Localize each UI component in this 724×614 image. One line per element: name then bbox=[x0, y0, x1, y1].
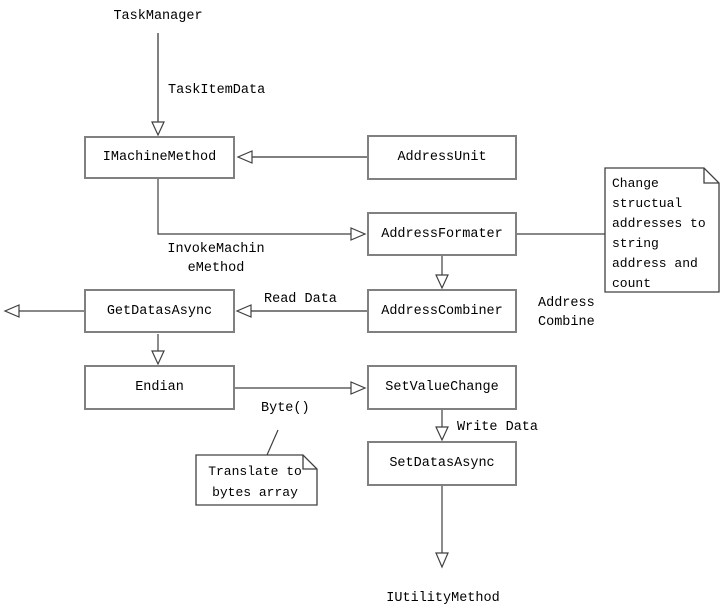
node-imachinemethod: IMachineMethod bbox=[84, 136, 235, 179]
node-addressformater: AddressFormater bbox=[367, 212, 517, 256]
node-addressunit: AddressUnit bbox=[367, 135, 517, 180]
edge-label-address-combine: Address Combine bbox=[538, 296, 595, 330]
edge-label-byte: Byte() bbox=[261, 401, 310, 416]
arrowhead-down-icon bbox=[435, 274, 449, 290]
arrowhead-left-icon bbox=[236, 150, 253, 164]
node-setvaluechange: SetValueChange bbox=[367, 365, 517, 410]
arrowhead-right-icon bbox=[350, 227, 367, 241]
edge-setvaluechange-to-setdatasasync bbox=[435, 410, 449, 442]
edge-addresscombiner-to-getdatasasync bbox=[235, 304, 367, 318]
arrowhead-down-icon bbox=[151, 121, 165, 137]
edge-label-taskitemdata: TaskItemData bbox=[168, 83, 266, 98]
edge-endian-to-setvaluechange bbox=[235, 381, 367, 395]
edge-getdatasasync-to-left bbox=[3, 304, 84, 318]
edge-setdatasasync-to-iutilitymethod bbox=[435, 486, 449, 569]
edge-label-read-data: Read Data bbox=[264, 292, 337, 307]
note-shape-translate-bytes bbox=[195, 454, 318, 506]
note-shape-change-structural bbox=[604, 167, 720, 293]
node-label-iutilitymethod: IUtilityMethod bbox=[386, 591, 500, 606]
edge-label-invokemachinemethod: InvokeMachin eMethod bbox=[167, 242, 265, 276]
node-setdatasasync: SetDatasAsync bbox=[367, 441, 517, 486]
edge-getdatasasync-to-endian bbox=[151, 334, 165, 366]
edge-label-write-data: Write Data bbox=[457, 420, 539, 435]
note-callout-line bbox=[266, 429, 279, 456]
note-text-change-structural: Change structual addresses to string add… bbox=[612, 176, 706, 291]
node-label-taskmanager: TaskManager bbox=[113, 9, 203, 24]
node-endian: Endian bbox=[84, 365, 235, 410]
node-addresscombiner: AddressCombiner bbox=[367, 289, 517, 333]
arrowhead-down-icon bbox=[435, 552, 449, 569]
arrowhead-left-icon bbox=[3, 304, 20, 318]
arrowhead-left-icon bbox=[235, 304, 252, 318]
edge-addressunit-to-imachinemethod bbox=[236, 150, 367, 164]
arrowhead-down-icon bbox=[151, 350, 165, 366]
edge-imachinemethod-to-addressformater bbox=[157, 179, 367, 241]
note-text-translate-bytes: Translate to bytes array bbox=[208, 464, 302, 500]
dog-ear-icon bbox=[302, 455, 317, 470]
edge-taskmanager-to-imachinemethod bbox=[151, 33, 165, 137]
node-getdatasasync: GetDatasAsync bbox=[84, 289, 235, 333]
dog-ear-icon bbox=[703, 168, 719, 184]
arrowhead-right-icon bbox=[350, 381, 367, 395]
edge-addressformater-to-addresscombiner bbox=[435, 256, 449, 290]
arrowhead-down-icon bbox=[435, 426, 449, 442]
